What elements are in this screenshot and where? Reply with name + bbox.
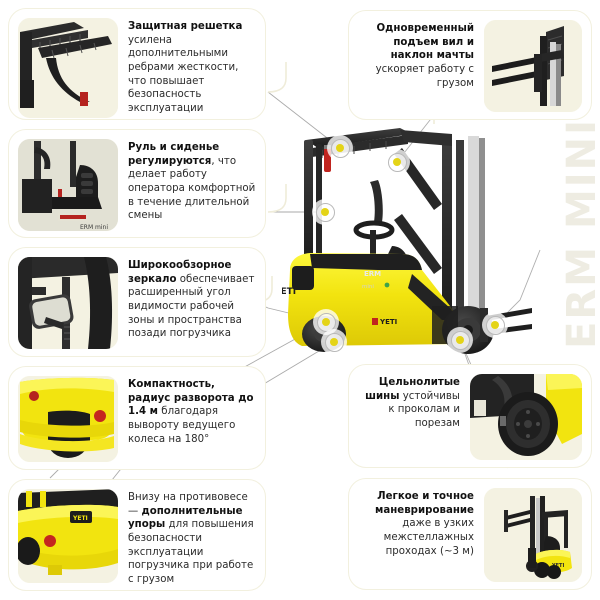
feature-body: обеспечивает расширенный угол видимости …	[128, 273, 255, 340]
marker-overhead-guard[interactable]	[327, 135, 353, 161]
feature-text-wide-mirror: Широкообзорное зеркало обеспечивает расш…	[128, 257, 256, 341]
feature-card-steering-seat[interactable]: ERM mini Руль и сиденье регулируются, чт…	[8, 129, 266, 238]
feature-card-compactness[interactable]: Компактность, радиус разворота до 1.4 м …	[8, 366, 266, 470]
marker-seat-column[interactable]	[312, 199, 338, 225]
feature-prefix: Внизу на противовесе —	[128, 492, 248, 517]
marker-dot	[322, 318, 330, 326]
overhead-guard-photo	[18, 18, 118, 118]
feature-text-guard-grid: Защитная решетка усилена дополнительными…	[128, 18, 256, 116]
marker-ring	[315, 202, 335, 222]
full-forklift-photo: YETI	[484, 488, 582, 582]
marker-dot	[330, 338, 338, 346]
counterweight-supports-photo: YETI	[18, 489, 118, 583]
marker-ring	[387, 152, 407, 172]
feature-text-extra-supports: Внизу на противовесе — дополнительные уп…	[128, 489, 256, 587]
marker-counterweight-bottom[interactable]	[321, 329, 347, 355]
feature-card-guard-grid[interactable]: Защитная решетка усилена дополнительными…	[8, 8, 266, 120]
feature-body: для повышения безопасности эксплуатации …	[128, 519, 254, 586]
feature-heading: Широкообзорное зеркало	[128, 260, 232, 285]
solid-tire-photo	[470, 374, 582, 460]
feature-card-wide-mirror[interactable]: Широкообзорное зеркало обеспечивает расш…	[8, 247, 266, 357]
feature-text-compactness: Компактность, радиус разворота до 1.4 м …	[128, 376, 256, 446]
marker-mast-top[interactable]	[384, 149, 410, 175]
feature-heading: Одновременный подъем вил и наклон мачты	[376, 23, 474, 62]
feature-body: усилена дополнительными ребрами жесткост…	[128, 34, 239, 115]
feature-card-solid-tires[interactable]: Цельнолитые шины устойчивы к проколам и …	[348, 364, 592, 468]
svg-text:mini: mini	[362, 284, 374, 290]
feature-body: даже в узких межстеллажных проходах (~3 …	[383, 518, 474, 557]
brand-watermark: ERM MINI	[559, 118, 600, 349]
marker-dot	[321, 208, 329, 216]
marker-ring	[330, 138, 350, 158]
feature-heading: Цельнолитые шины	[365, 377, 460, 402]
feature-heading: Компактность, радиус разворота до 1.4 м	[128, 379, 254, 418]
feature-text-steering-seat: Руль и сиденье регулируются, что делает …	[128, 139, 256, 223]
marker-drive-wheel[interactable]	[447, 327, 473, 353]
feature-heading: дополнительные упоры	[128, 505, 243, 531]
marker-rear-wheel[interactable]	[313, 309, 339, 335]
feature-text-solid-tires: Цельнолитые шины устойчивы к проколам и …	[358, 374, 460, 431]
feature-card-simultaneous-lift[interactable]: Одновременный подъем вил и наклон мачты …	[348, 10, 592, 120]
svg-text:YETI: YETI	[551, 563, 564, 569]
feature-heading: Руль и сиденье регулируются	[128, 142, 220, 167]
svg-text:YETI: YETI	[72, 515, 88, 522]
feature-body: устойчивы к проколам и порезам	[388, 390, 460, 430]
marker-ring	[485, 315, 505, 335]
svg-text:ERM mini: ERM mini	[80, 224, 108, 231]
feature-body: благодаря вывороту ведущего колеса на 18…	[128, 406, 236, 445]
feature-text-simultaneous-lift: Одновременный подъем вил и наклон мачты …	[358, 20, 474, 90]
marker-ring	[324, 332, 344, 352]
marker-dot	[336, 144, 344, 152]
marker-ring	[316, 312, 336, 332]
marker-ring	[450, 330, 470, 350]
feature-body: , что делает работу оператора комфортной…	[128, 155, 256, 222]
feature-card-extra-supports[interactable]: YETI Внизу на противовесе — дополнительн…	[8, 479, 266, 591]
rear-counterweight-photo	[18, 376, 118, 462]
marker-dot	[456, 336, 464, 344]
mast-forks-photo	[484, 20, 582, 112]
feature-card-maneuvering[interactable]: YETI Легкое и точное маневрирование даже…	[348, 478, 592, 590]
svg-text:YETI: YETI	[379, 318, 397, 326]
feature-heading: Защитная решетка	[128, 21, 243, 32]
svg-text:YETI: YETI	[282, 287, 296, 297]
marker-dot	[393, 158, 401, 166]
feature-body: ускоряет работу с грузом	[375, 64, 474, 89]
svg-text:ERM: ERM	[364, 270, 381, 278]
marker-dot	[491, 321, 499, 329]
feature-text-maneuvering: Легкое и точное маневрирование даже в уз…	[358, 488, 474, 558]
operator-seat-photo: ERM mini	[18, 139, 118, 231]
feature-heading: Легкое и точное маневрирование	[374, 491, 474, 516]
rear-view-mirror-photo	[18, 257, 118, 349]
marker-forks[interactable]	[482, 312, 508, 338]
